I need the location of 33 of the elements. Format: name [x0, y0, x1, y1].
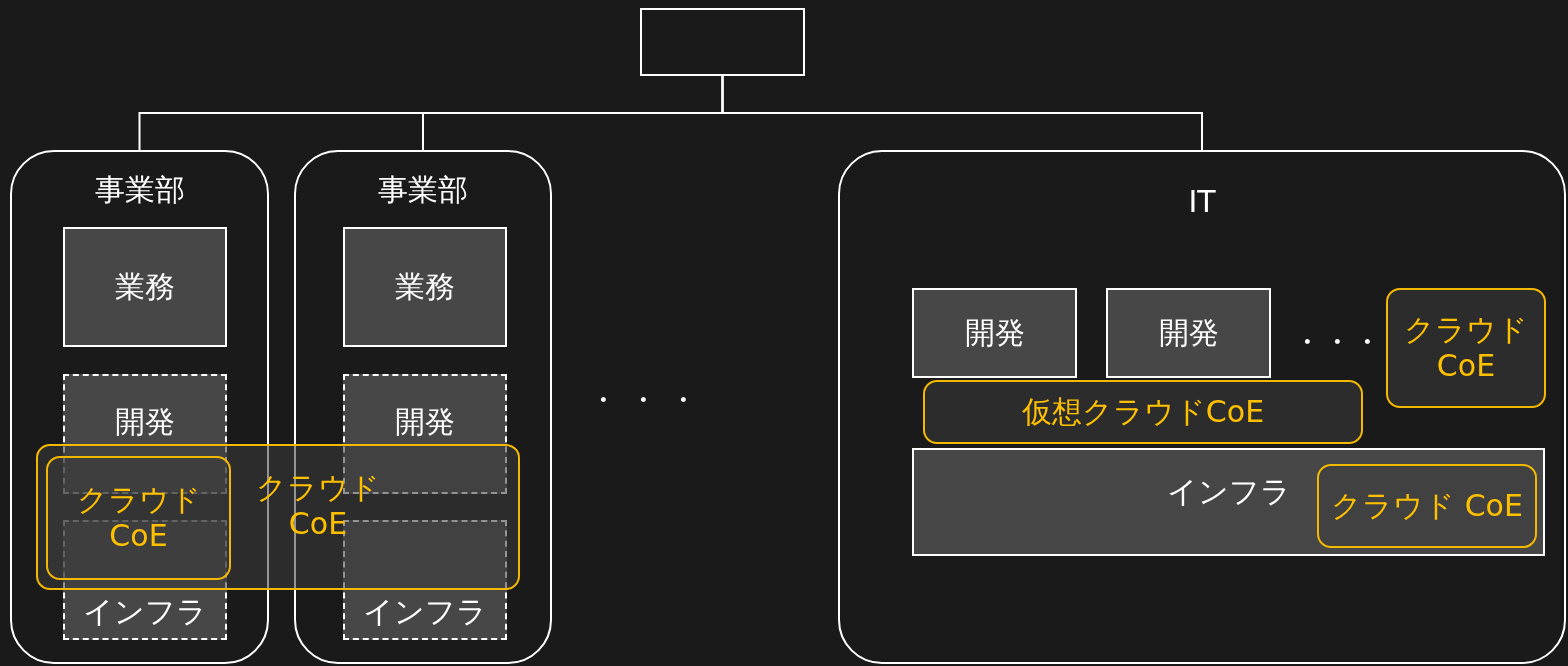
coe-box — [1317, 464, 1537, 548]
coe-box — [36, 444, 520, 590]
team-box — [912, 288, 1077, 378]
node-label: インフラ — [82, 594, 208, 630]
node-label: 事業部 — [377, 172, 469, 208]
coe-box — [923, 380, 1363, 444]
team-box — [63, 520, 227, 640]
node-label: インフラ — [1166, 474, 1292, 510]
node-label: 業務 — [394, 269, 456, 305]
node-label: 開発 — [114, 404, 176, 440]
org-box — [640, 8, 805, 76]
node-label: クラウド CoE — [1403, 312, 1529, 384]
ellipsis-text: ・・・ — [588, 381, 708, 419]
connector-line — [721, 75, 1203, 151]
node-label: インフラ — [362, 594, 488, 630]
node-label: 開発 — [394, 404, 456, 440]
team-box — [1106, 288, 1271, 378]
node-label: 事業部 — [93, 172, 186, 208]
node-label: クラウド CoE — [75, 482, 202, 554]
department-container — [838, 150, 1566, 664]
node-label: 業務 — [114, 269, 176, 305]
team-box — [343, 227, 507, 347]
team-box — [63, 227, 227, 347]
node-label: 開発 — [1157, 315, 1220, 351]
coe-box — [46, 456, 231, 580]
node-label: IT — [1187, 184, 1217, 220]
node-label: クラウド CoE — [1330, 488, 1524, 524]
node-label: 開発 — [963, 315, 1026, 351]
node-label: 仮想クラウドCoE — [1020, 394, 1266, 430]
node-label: クラウド CoE — [255, 470, 381, 542]
team-box — [912, 448, 1545, 556]
ellipsis-text: ・・・ — [1292, 323, 1382, 361]
coe-box — [1386, 288, 1546, 408]
